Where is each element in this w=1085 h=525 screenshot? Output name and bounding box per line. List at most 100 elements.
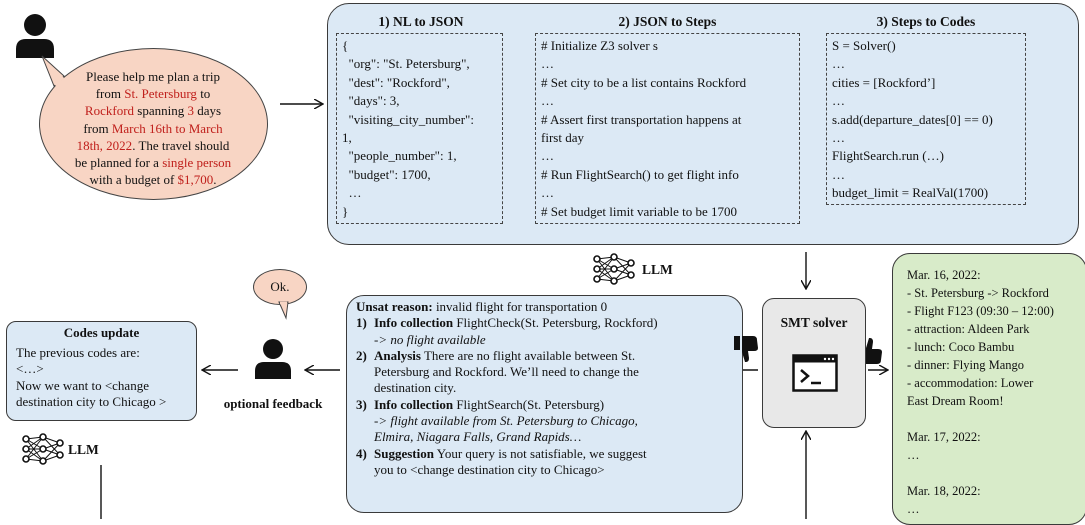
highlighted-value: St. Petersburg [124, 86, 197, 102]
optional-feedback-label: optional feedback [223, 396, 323, 411]
step-line: … [541, 93, 554, 109]
request-text: with a budget of [89, 172, 178, 188]
llm-label: LLM [642, 262, 673, 277]
step-detail: -> no flight available [374, 331, 486, 347]
step-label: Analysis [374, 347, 421, 363]
json-line: "days": 3, [342, 93, 400, 109]
analysis-step: 2) Analysis There are no flight availabl… [356, 348, 733, 364]
json-line: "people_number": 1, [342, 148, 457, 164]
step-number: 4) [356, 445, 367, 461]
llm-label: LLM [68, 442, 99, 457]
code-line: … [832, 130, 845, 146]
highlighted-value: 18th, 2022 [76, 137, 133, 153]
plan-line: Mar. 18, 2022: [907, 484, 981, 498]
json-line: … [342, 185, 362, 201]
step-line: … [541, 56, 554, 72]
highlighted-value: 3 [187, 103, 194, 119]
request-text: spanning [134, 103, 188, 119]
request-text: be planned for a [74, 155, 163, 171]
neural-network-icon [22, 433, 64, 465]
codes-update-line: Now we want to <change [16, 377, 149, 393]
step-number: 3) [356, 396, 367, 412]
step-text: There are no flight available between St… [420, 347, 636, 363]
request-line: from St. Petersburg to [58, 85, 248, 102]
step-line: … [541, 185, 554, 201]
feedback-bubble-text: Ok. [270, 279, 290, 294]
step-line: # Set budget limit variable to be 1700 [541, 203, 738, 219]
request-text: . The travel should [132, 137, 230, 153]
step-text: FlightCheck(St. Petersburg, Rockford) [453, 315, 658, 331]
steps-to-codes-box: S = Solver()…cities = [Rockford’]…s.add(… [826, 33, 1026, 205]
step-line: … [541, 148, 554, 164]
step-label: Info collection [374, 315, 454, 331]
plan-line: - lunch: Coco Bambu [907, 340, 1015, 354]
plan-line: - St. Petersburg -> Rockford [907, 286, 1049, 300]
plan-line: - accommodation: Lower [907, 376, 1034, 390]
feedback-bubble-tail [278, 301, 289, 320]
travel-plan-result-panel: Mar. 16, 2022: - St. Petersburg -> Rockfo… [892, 253, 1085, 525]
json-line: "dest": "Rockford", [342, 74, 450, 90]
highlighted-value: Rockford [84, 103, 135, 119]
codes-update-line: The previous codes are: [16, 344, 140, 360]
plan-line: Mar. 17, 2022: [907, 430, 981, 444]
plan-line [907, 464, 1085, 482]
json-line: "org": "St. Petersburg", [342, 56, 470, 72]
highlighted-value: $1,700 [177, 172, 214, 188]
plan-line: … [907, 448, 920, 462]
request-line: be planned for a single person [58, 154, 248, 171]
step-line: # Initialize Z3 solver s [541, 38, 658, 53]
nl-to-json-box: { "org": "St. Petersburg", "dest": "Rock… [336, 33, 503, 224]
json-to-steps-title: 2) JSON to Steps [618, 14, 717, 29]
request-text: days [193, 103, 222, 119]
code-line: FlightSearch.run (…) [832, 148, 944, 164]
terminal-icon [792, 354, 838, 392]
code-line: … [832, 166, 845, 182]
highlighted-value: March 16th to March [111, 120, 223, 136]
step-line: first day [541, 130, 584, 146]
codes-update-line: <…> [16, 361, 44, 377]
neural-network-icon [593, 253, 635, 285]
step-line: # Set city to be a list contains Rockfor… [541, 74, 747, 90]
step-detail: destination city. [374, 380, 457, 396]
code-line: cities = [Rockford’] [832, 74, 936, 90]
plan-line [907, 410, 1085, 428]
json-line: { [342, 38, 349, 53]
json-line: } [342, 203, 349, 219]
feedback-user-icon [255, 339, 291, 379]
analysis-step: 1) Info collection FlightCheck(St. Peter… [356, 315, 733, 331]
code-line: … [832, 93, 845, 109]
unsat-analysis-panel: Unsat reason: invalid flight for transpo… [346, 295, 743, 513]
step-detail: Elmira, Niagara Falls, Grand Rapids… [374, 429, 582, 445]
codes-update-title: Codes update [63, 325, 140, 340]
unsat-reason: Unsat reason: invalid flight for transpo… [356, 299, 733, 315]
step-detail: -> flight available from St. Petersburg … [374, 413, 638, 429]
step-label: Info collection [374, 396, 454, 412]
user-icon [16, 14, 54, 58]
json-line: 1, [342, 130, 352, 146]
step-label: Suggestion [374, 445, 434, 461]
plan-line: Mar. 16, 2022: [907, 268, 981, 282]
step-line: # Assert first transportation happens at [541, 111, 742, 127]
codes-update-line: destination city to Chicago > [16, 394, 167, 410]
request-line: Please help me plan a trip [58, 68, 248, 85]
json-to-steps-box: # Initialize Z3 solver s … # Set city to b… [535, 33, 800, 224]
step-text: Your query is not satisfiable, we sugges… [433, 445, 647, 461]
request-line: 18th, 2022. The travel should [58, 137, 248, 154]
code-line: budget_limit = RealVal(1700) [832, 185, 989, 201]
request-text: from [95, 86, 125, 102]
unsat-reason-text: invalid flight for transportation 0 [432, 299, 608, 314]
request-line: from March 16th to March [58, 120, 248, 137]
plan-line: - Flight F123 (09:30 – 12:00) [907, 304, 1054, 318]
step-number: 2) [356, 347, 367, 363]
thumbs-down-icon [734, 336, 758, 362]
request-text: from [83, 120, 112, 136]
code-line: S = Solver() [832, 38, 896, 53]
plan-line: - dinner: Flying Mango [907, 358, 1025, 372]
step-detail: you to <change destination city to Chica… [374, 461, 605, 477]
plan-line: - attraction: Aldeen Park [907, 322, 1030, 336]
json-line: "visiting_city_number": [342, 111, 474, 127]
request-line: with a budget of $1,700. [58, 171, 248, 188]
request-text: to [196, 86, 211, 102]
step-detail: Petersburg and Rockford. We’ll need to c… [374, 364, 639, 380]
